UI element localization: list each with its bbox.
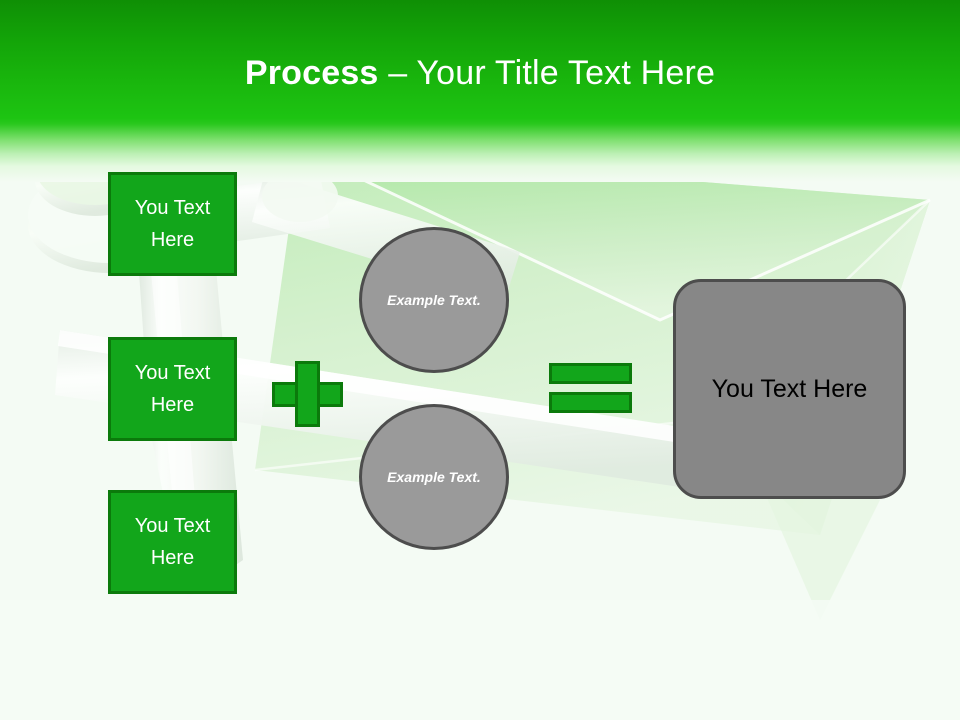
input-box-2[interactable]: You Text Here: [108, 337, 237, 441]
input-box-1[interactable]: You Text Here: [108, 172, 237, 276]
plus-icon-vertical-bar: [295, 361, 320, 427]
example-circle-1[interactable]: Example Text.: [359, 227, 509, 373]
example-circle-1-label: Example Text.: [387, 291, 481, 308]
plus-icon: [272, 361, 343, 427]
input-box-3[interactable]: You Text Here: [108, 490, 237, 594]
equals-icon-top-bar: [549, 363, 632, 384]
input-box-2-label: You Text Here: [134, 362, 211, 416]
result-box[interactable]: You Text Here: [673, 279, 906, 499]
result-box-label: You Text Here: [711, 375, 868, 403]
input-box-1-label: You Text Here: [134, 197, 211, 251]
example-circle-2[interactable]: Example Text.: [359, 404, 509, 550]
equals-icon: [549, 363, 632, 413]
input-box-3-label: You Text Here: [134, 515, 211, 569]
equals-icon-bottom-bar: [549, 392, 632, 413]
example-circle-2-label: Example Text.: [387, 468, 481, 485]
